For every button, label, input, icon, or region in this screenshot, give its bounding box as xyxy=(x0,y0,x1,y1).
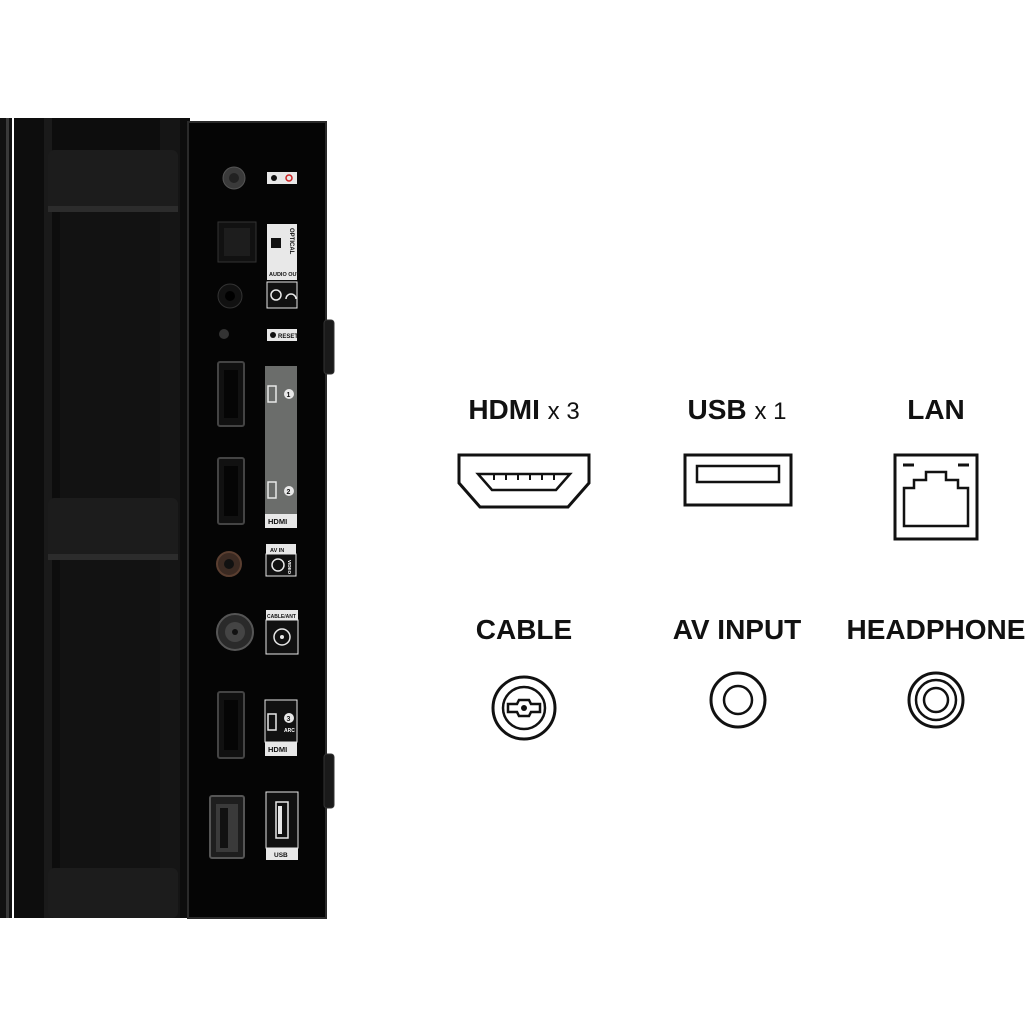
usb-port xyxy=(209,795,245,859)
housing-ribs xyxy=(48,150,178,918)
usb-icon xyxy=(683,453,793,507)
usb-panel-label: USB xyxy=(274,852,288,859)
av-input-label: AV INPUT xyxy=(637,614,837,646)
hdmi-port-2 xyxy=(217,457,245,525)
cable-label: CABLE xyxy=(424,614,624,646)
hdmi-3-number: 3 xyxy=(287,716,291,723)
lan-icon xyxy=(893,453,979,541)
side-button xyxy=(323,753,335,809)
usb-name: USB xyxy=(687,394,747,425)
headphone-label: HEADPHONE xyxy=(836,614,1036,646)
headphone-icon xyxy=(285,293,297,300)
arc-label: ARC xyxy=(284,728,295,734)
headphone-name: HEADPHONE xyxy=(846,614,1026,645)
hdmi-1-number: 1 xyxy=(287,392,291,399)
hdmi-logo-a: HDMI xyxy=(268,517,287,526)
headphone-jack-icon xyxy=(907,671,965,729)
hdmi-logo-b: HDMI xyxy=(268,745,287,754)
optical-audio-label-tag xyxy=(267,224,297,280)
port-plate xyxy=(187,121,327,919)
video-label: VIDEO xyxy=(287,560,292,575)
side-button xyxy=(323,319,335,375)
av-input-name: AV INPUT xyxy=(672,614,802,645)
usb-count: x 1 xyxy=(754,398,787,425)
hdmi-count: x 3 xyxy=(547,398,580,425)
tv-rear-panel: OPTICAL AUDIO OUT RESET 1 2 HDMI AV IN V… xyxy=(0,118,335,919)
reset-label: RESET xyxy=(278,334,298,340)
coaxial-icon xyxy=(491,675,557,741)
reset-button xyxy=(219,329,229,339)
hdmi-icon xyxy=(457,453,591,509)
lan-label: LAN xyxy=(836,394,1036,426)
hdmi-port-3 xyxy=(217,691,245,759)
cable-name: CABLE xyxy=(475,614,573,645)
av-in-label: AV IN xyxy=(270,548,284,554)
cable-ant-label: CABLE/ANT xyxy=(267,614,296,620)
hdmi-2-number: 2 xyxy=(287,489,291,496)
hdmi-port-1 xyxy=(217,361,245,427)
lan-name: LAN xyxy=(907,394,965,425)
hdmi-label: HDMI x 3 xyxy=(424,394,624,426)
audio-out-label: AUDIO OUT xyxy=(269,272,301,278)
optical-label: OPTICAL xyxy=(288,228,294,255)
av-input-icon xyxy=(709,671,767,729)
usb-label: USB x 1 xyxy=(637,394,837,426)
hdmi-name: HDMI xyxy=(468,394,540,425)
